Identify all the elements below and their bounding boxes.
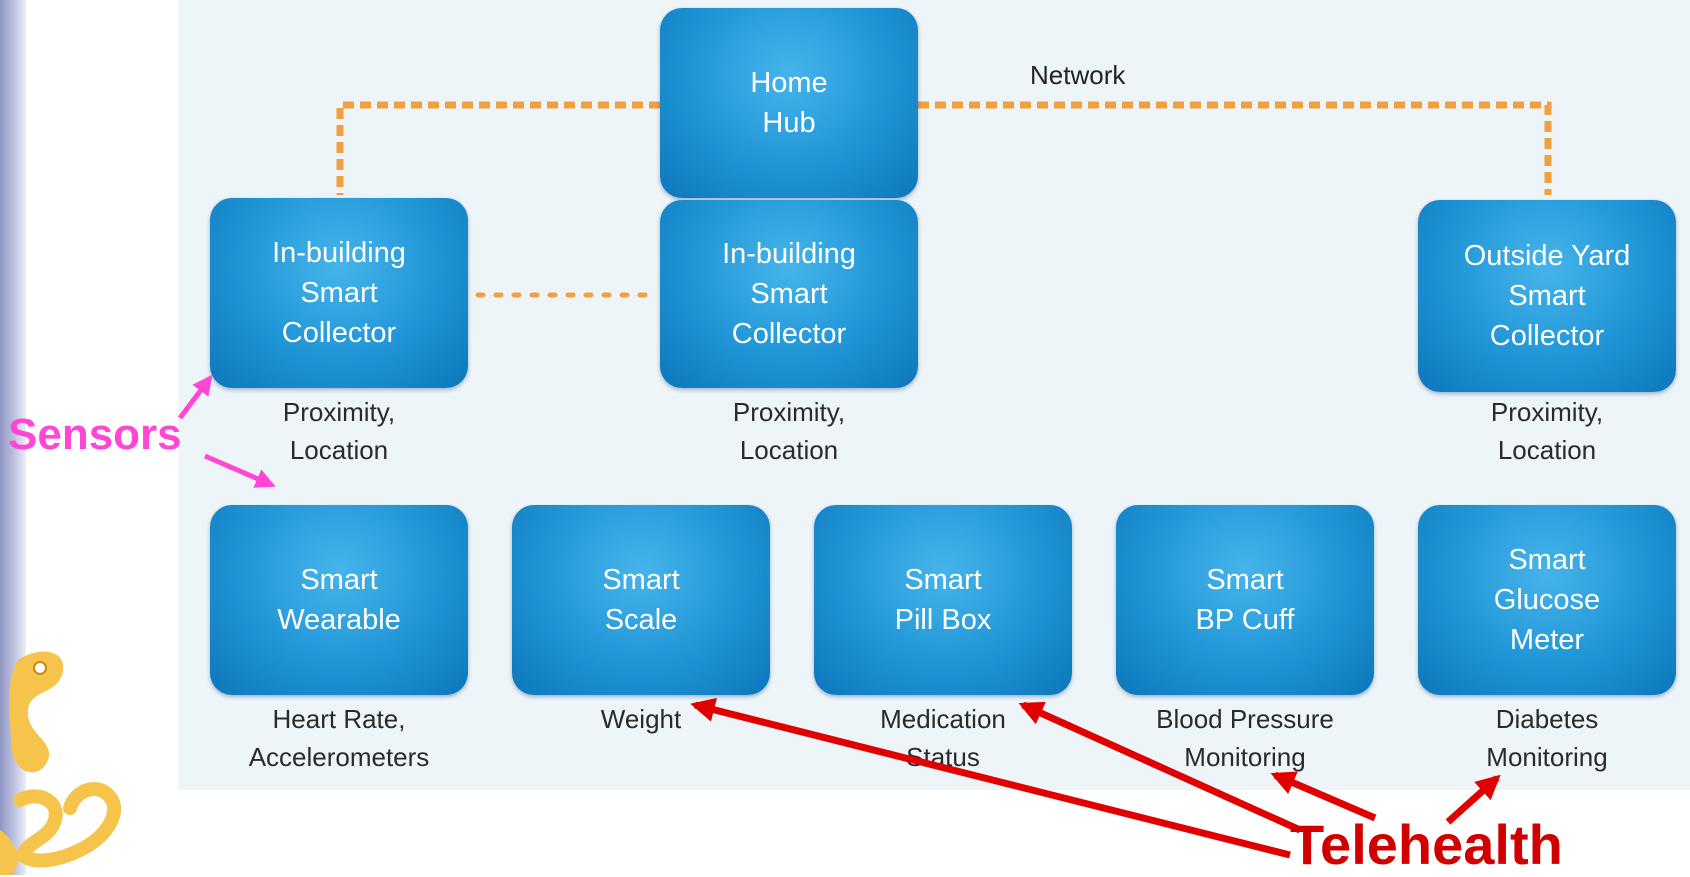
collector-right-caption: Proximity, Location	[1490, 397, 1604, 465]
smart-pill-box-node: Smart Pill Box	[814, 505, 1072, 695]
smart-glucose-meter-caption: Diabetes Monitoring	[1486, 704, 1608, 772]
smart-bp-cuff-caption: Blood Pressure Monitoring	[1156, 704, 1334, 772]
smart-scale-caption: Weight	[600, 704, 682, 734]
sensors-arrow-wearable	[204, 453, 276, 488]
telehealth-annotation: Telehealth	[1290, 813, 1563, 876]
collector-center-caption: Proximity, Location	[732, 397, 846, 465]
smart-wearable-caption: Heart Rate, Accelerometers	[248, 704, 430, 772]
home-hub-node: Home Hub	[660, 8, 918, 198]
collector-left-caption: Proximity, Location	[282, 397, 396, 465]
telehealth-arrow-scale	[690, 697, 1291, 859]
telehealth-arrow-pill-box	[1018, 701, 1302, 834]
sensors-arrow-collector	[178, 374, 213, 420]
sensors-annotation: Sensors	[8, 410, 182, 459]
smart-wearable-node: Smart Wearable	[210, 505, 468, 695]
network-label: Network	[1030, 60, 1126, 90]
decorative-seahorse-logo	[0, 651, 122, 875]
telehealth-arrow-bp-cuff	[1270, 771, 1377, 822]
network-line-right	[918, 101, 1552, 195]
collector-right-node: Outside Yard Smart Collector	[1418, 200, 1676, 392]
smart-bp-cuff-node: Smart BP Cuff	[1116, 505, 1374, 695]
smart-pill-box-caption: Medication Status	[880, 704, 1006, 772]
smart-scale-node: Smart Scale	[512, 505, 770, 695]
telehealth-arrow-glucose	[1445, 774, 1501, 825]
collector-center-node: In-building Smart Collector	[660, 200, 918, 388]
network-line-left	[336, 101, 660, 195]
collector-left-node: In-building Smart Collector	[210, 198, 468, 388]
smart-glucose-meter-node: Smart Glucose Meter	[1418, 505, 1676, 695]
